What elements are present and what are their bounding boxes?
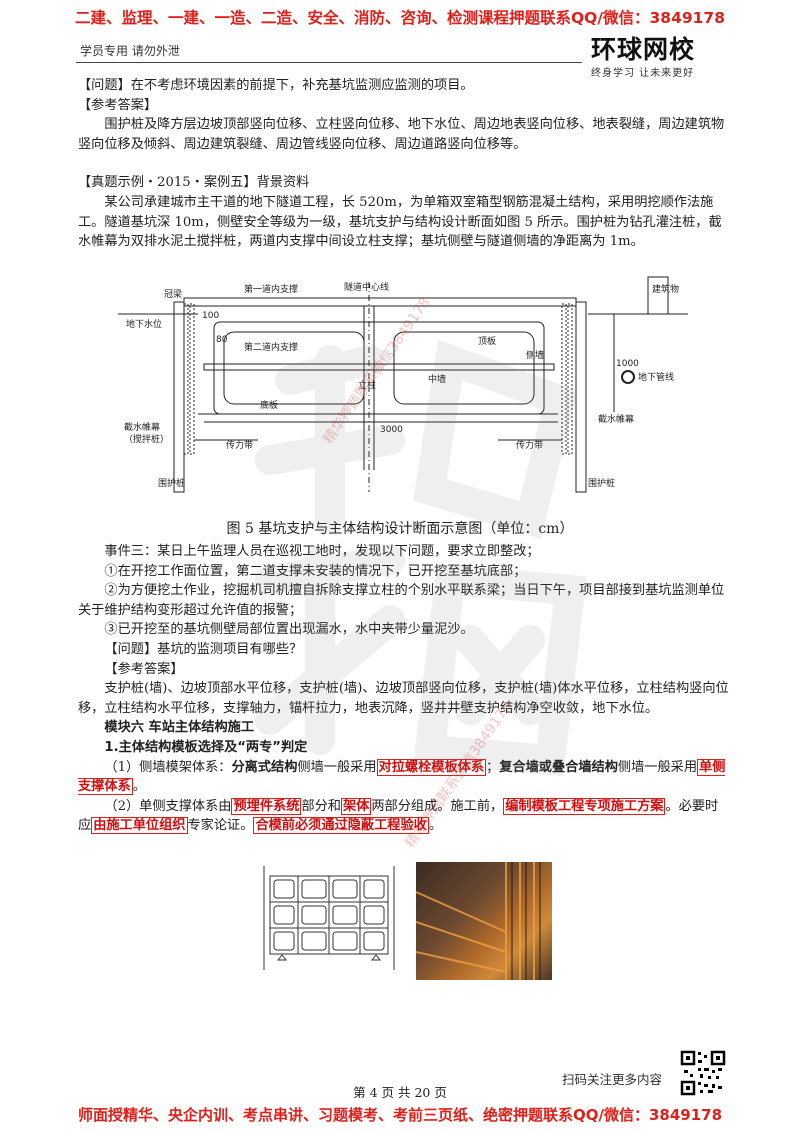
module-subtitle: 1.主体结构模板选择及“两专”判定 bbox=[104, 739, 308, 755]
question-1: 【问题】在不考虑环境因素的前提下，补充基坑监测应监测的项目。 bbox=[78, 78, 474, 93]
content-top: 【问题】在不考虑环境因素的前提下，补充基坑监测应监测的项目。 【参考答案】 围护… bbox=[78, 76, 730, 252]
label-first-support: 第一道内支撑 bbox=[244, 283, 298, 295]
label-dim-100: 100 bbox=[202, 311, 219, 321]
label-curtain-right: 截水帷幕 bbox=[598, 413, 634, 425]
event-item-3: ③已开挖至的基坑侧壁局部位置出现漏水，水中夹带少量泥沙。 bbox=[104, 622, 474, 638]
label-middle-wall: 中墙 bbox=[428, 373, 446, 385]
logo-sub: 终身学习 让未来更好 bbox=[591, 68, 695, 79]
label-band-left: 传力带 bbox=[226, 439, 253, 451]
qr-code-icon[interactable] bbox=[680, 1050, 726, 1096]
header-divider bbox=[76, 62, 582, 63]
label-curtain-left: 截水帷幕 bbox=[124, 421, 160, 433]
logo-watermark bbox=[255, 339, 587, 777]
answer-label-1: 【参考答案】 bbox=[78, 97, 158, 113]
label-groundwater: 地下水位 bbox=[126, 318, 162, 330]
answer-2: 支护桩(墙)、边坡顶部水平位移，支护桩(墙)、边坡顶部竖向位移，支护桩(墙)体水… bbox=[78, 681, 729, 716]
label-side-wall: 侧墙 bbox=[526, 349, 544, 361]
label-curtain-left-sub: （搅拌桩） bbox=[124, 433, 169, 445]
label-building: 建筑物 bbox=[652, 283, 679, 295]
logo: 环球网校 终身学习 让未来更好 bbox=[591, 30, 695, 79]
bottom-banner: 师面授精华、央企内训、考点串讲、习题模考、考前三页纸、绝密押题联系QQ/微信：3… bbox=[77, 1106, 723, 1124]
content-bottom: 事件三：某日上午监理人员在巡视工地时，发现以下问题，要求立即整改； ①在开挖工作… bbox=[78, 542, 730, 836]
event-3: 事件三：某日上午监理人员在巡视工地时，发现以下问题，要求立即整改； bbox=[104, 544, 540, 559]
case-background: 某公司承建城市主干道的地下隧道工程，长 520m，为单箱双室箱型钢筋混凝土结构，… bbox=[78, 194, 722, 250]
label-roof: 顶板 bbox=[478, 335, 496, 347]
answer-label-2: 【参考答案】 bbox=[104, 661, 184, 677]
module-para-1: （1）侧墙模架体系：分离式结构侧墙一般采用对拉螺栓模板体系；复合墙或叠合墙结构侧… bbox=[78, 758, 726, 796]
label-pile-right: 围护桩 bbox=[588, 477, 615, 489]
label-guanliang: 冠梁 bbox=[164, 288, 182, 300]
module-para-2: （2）单侧支撑体系由预埋件系统部分和架体两部分组成。施工前，编制模板工程专项施工… bbox=[78, 797, 719, 835]
label-pile-left: 围护桩 bbox=[158, 477, 185, 489]
question-2: 【问题】基坑的监测项目有哪些？ bbox=[104, 641, 303, 657]
label-dim-1000: 1000 bbox=[616, 359, 639, 369]
answer-1: 围护桩及降方层边坡顶部竖向位移、立柱竖向位移、地下水位、周边地表竖向位移、地表裂… bbox=[78, 117, 725, 152]
case-title: 【真题示例・2015・案例五】背景资料 bbox=[78, 175, 310, 191]
figure-caption: 图 5 基坑支护与主体结构设计断面示意图（单位：cm） bbox=[226, 521, 574, 537]
formwork-photo bbox=[416, 862, 552, 980]
scan-hint: 扫码关注更多内容 bbox=[562, 1072, 663, 1087]
label-band-right: 传力带 bbox=[516, 439, 543, 451]
label-dim-80: 80 bbox=[216, 335, 228, 345]
formwork-drawing bbox=[263, 866, 395, 970]
event-item-2: ②为方便挖土作业，挖掘机司机擅自拆除支撑立柱的个别水平联系梁；当日下午，项目部接… bbox=[78, 583, 725, 618]
module-title: 模块六 车站主体结构施工 bbox=[104, 720, 255, 736]
section-diagram: 冠梁 第一道内支撑 隧道中心线 建筑物 地下水位 第二道内支撑 顶板 侧墙 立柱… bbox=[118, 276, 688, 493]
label-dim-3000: 3000 bbox=[380, 425, 403, 435]
label-center-line: 隧道中心线 bbox=[344, 281, 389, 293]
label-pipeline: 地下管线 bbox=[638, 371, 674, 383]
label-floor: 底板 bbox=[260, 399, 278, 411]
top-banner: 二建、监理、一建、一造、二造、安全、消防、咨询、检测课程押题联系QQ/微信：38… bbox=[74, 9, 725, 27]
event-item-1: ①在开挖工作面位置，第二道支撑未安装的情况下，已开挖至基坑底部； bbox=[104, 563, 527, 579]
page-number: 第 4 页 共 20 页 bbox=[353, 1085, 447, 1100]
label-second-support: 第二道内支撑 bbox=[244, 341, 298, 353]
logo-main: 环球网校 bbox=[591, 35, 696, 64]
label-column: 立柱 bbox=[358, 379, 376, 391]
header-note: 学员专用 请勿外泄 bbox=[80, 44, 180, 58]
